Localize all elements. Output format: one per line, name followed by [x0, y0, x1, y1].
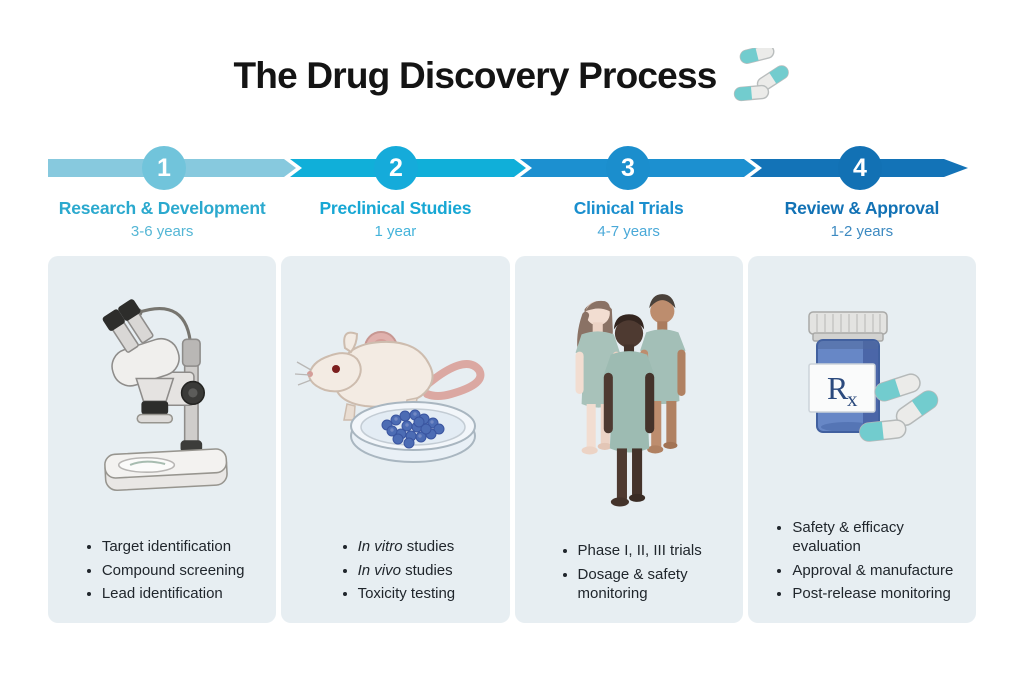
- stage-label-4: Review & Approval 1-2 years: [748, 198, 976, 240]
- stage-bullets: In vitro studiesIn vivo studiesToxicity …: [336, 537, 456, 607]
- stage-card-2: In vitro studiesIn vivo studiesToxicity …: [281, 256, 510, 623]
- stage-duration: 3-6 years: [130, 223, 194, 240]
- lab-mouse-petri-dish-illustration: [295, 270, 495, 523]
- stage-labels: Research & Development 3-6 years Preclin…: [48, 198, 976, 240]
- page-title: The Drug Discovery Process: [233, 55, 717, 96]
- stage-bullets: Phase I, II, III trialsDosage & safetymo…: [556, 541, 702, 607]
- stage-circle-3: 3: [606, 146, 650, 190]
- stage-bullets: Safety & efficacyevaluationApproval & ma…: [770, 518, 953, 607]
- stage-number: 2: [389, 153, 403, 182]
- stage-duration: 1-2 years: [830, 223, 894, 240]
- stage-card-3: Phase I, II, III trialsDosage & safetymo…: [514, 256, 743, 623]
- stage-number: 3: [621, 153, 635, 182]
- rx-label-x: x: [847, 387, 858, 411]
- stage-card-1: Target identificationCompound screeningL…: [48, 256, 277, 623]
- stage-circle-1: 1: [142, 146, 186, 190]
- stage-name: Clinical Trials: [573, 198, 684, 218]
- stage-name: Research & Development: [58, 198, 266, 218]
- header: The Drug Discovery Process: [0, 48, 1024, 104]
- stage-circle-4: 4: [838, 146, 882, 190]
- stage-label-3: Clinical Trials 4-7 years: [515, 198, 743, 240]
- process-timeline: 1 2 3 4: [48, 146, 976, 190]
- stage-bullets: Target identificationCompound screeningL…: [80, 537, 245, 607]
- rx-bottle-capsules-illustration: R x: [762, 270, 962, 504]
- stage-cards: Target identificationCompound screeningL…: [48, 256, 976, 623]
- pills-icon: [733, 48, 791, 104]
- stereo-microscope-illustration: [62, 270, 262, 523]
- stage-duration: 4-7 years: [597, 223, 660, 240]
- stage-duration: 1 year: [374, 223, 417, 240]
- stage-label-1: Research & Development 3-6 years: [48, 198, 276, 240]
- stage-name: Preclinical Studies: [319, 198, 472, 218]
- clinical-trial-patients-illustration: [529, 270, 729, 527]
- stage-number: 4: [853, 153, 867, 182]
- rx-label-r: R: [827, 370, 849, 406]
- stage-circle-2: 2: [374, 146, 418, 190]
- stage-label-2: Preclinical Studies 1 year: [281, 198, 509, 240]
- stage-name: Review & Approval: [784, 198, 940, 218]
- stage-number: 1: [157, 153, 171, 182]
